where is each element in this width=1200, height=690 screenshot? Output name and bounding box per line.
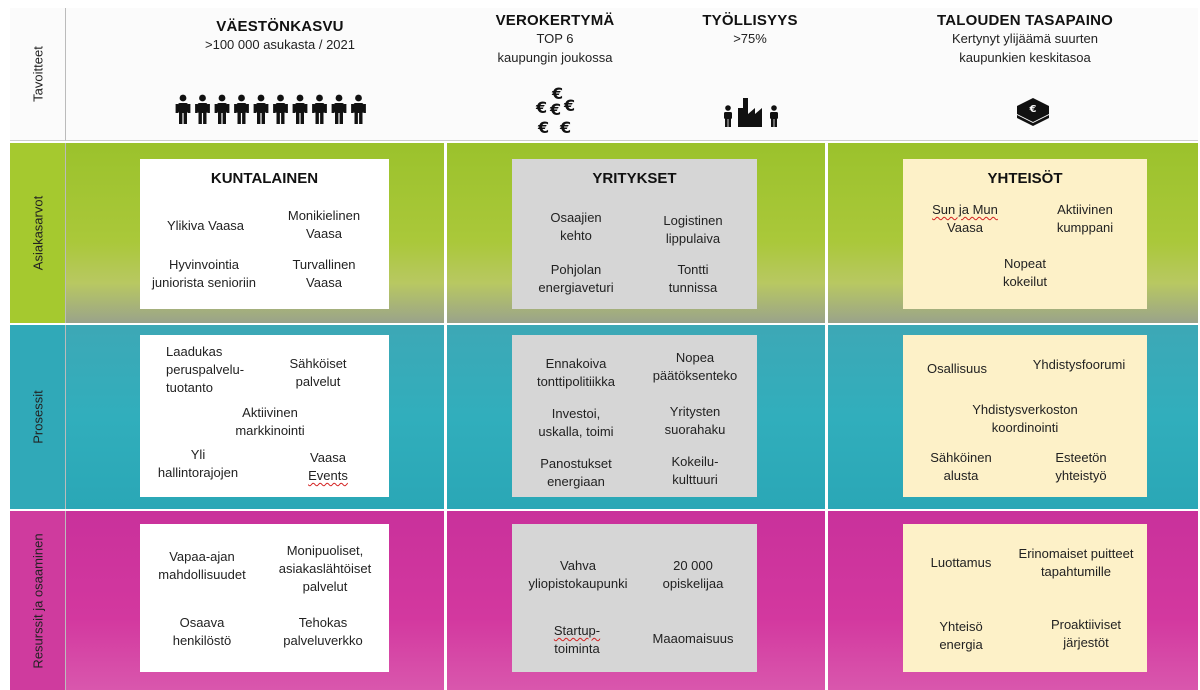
svg-text:€: € [1029,104,1037,115]
process-item: Osallisuus [927,361,987,376]
goal-population: VÄESTÖNKASVU >100 000 asukasta / 2021 [205,18,355,52]
goals-band [66,8,1198,141]
row-label-resources: Resurssit ja osaaminen [10,511,66,690]
strategy-diagram: Tavoitteet Asiakasarvot Prosessit Resurs… [10,8,1198,690]
resource-item: Startup-toiminta [553,623,601,656]
svg-text:€: € [549,100,561,119]
value-item: Ylikiva Vaasa [166,218,245,233]
card-processes-yhteisot: Osallisuus Yhdistysfoorumi Yhdistysverko… [903,335,1147,497]
euro-signs-icon: € € € € € € [535,84,575,137]
row-label-processes: Prosessit [10,325,66,509]
people-row-icon [175,94,366,124]
row-label-customer-values: Asiakasarvot [10,143,66,323]
goal-tax-revenue: VEROKERTYMÄ TOP 6 kaupungin joukossa [495,12,615,65]
process-item: Kokeilu-kulttuuri [671,454,719,487]
process-item: Investoi,uskalla, toimi [538,406,614,439]
resource-item: Maaomaisuus [652,631,734,646]
factory-workers-icon [724,98,778,127]
money-stack-icon: € [1017,98,1049,126]
goal-economic-balance: TALOUDEN TASAPAINO Kertynyt ylijäämä suu… [936,12,1114,65]
svg-text:€: € [537,118,549,137]
row-label-goals: Tavoitteet [10,8,66,141]
column-divider [825,143,828,690]
process-item: Yhdistysfoorumi [1032,357,1126,372]
resource-item: Luottamus [930,555,992,570]
svg-text:€: € [535,98,547,117]
svg-text:€: € [551,84,563,103]
column-divider [444,143,447,690]
svg-text:€: € [563,96,575,115]
goal-employment: TYÖLLISYYS >75% [702,12,798,46]
svg-text:€: € [559,118,571,137]
